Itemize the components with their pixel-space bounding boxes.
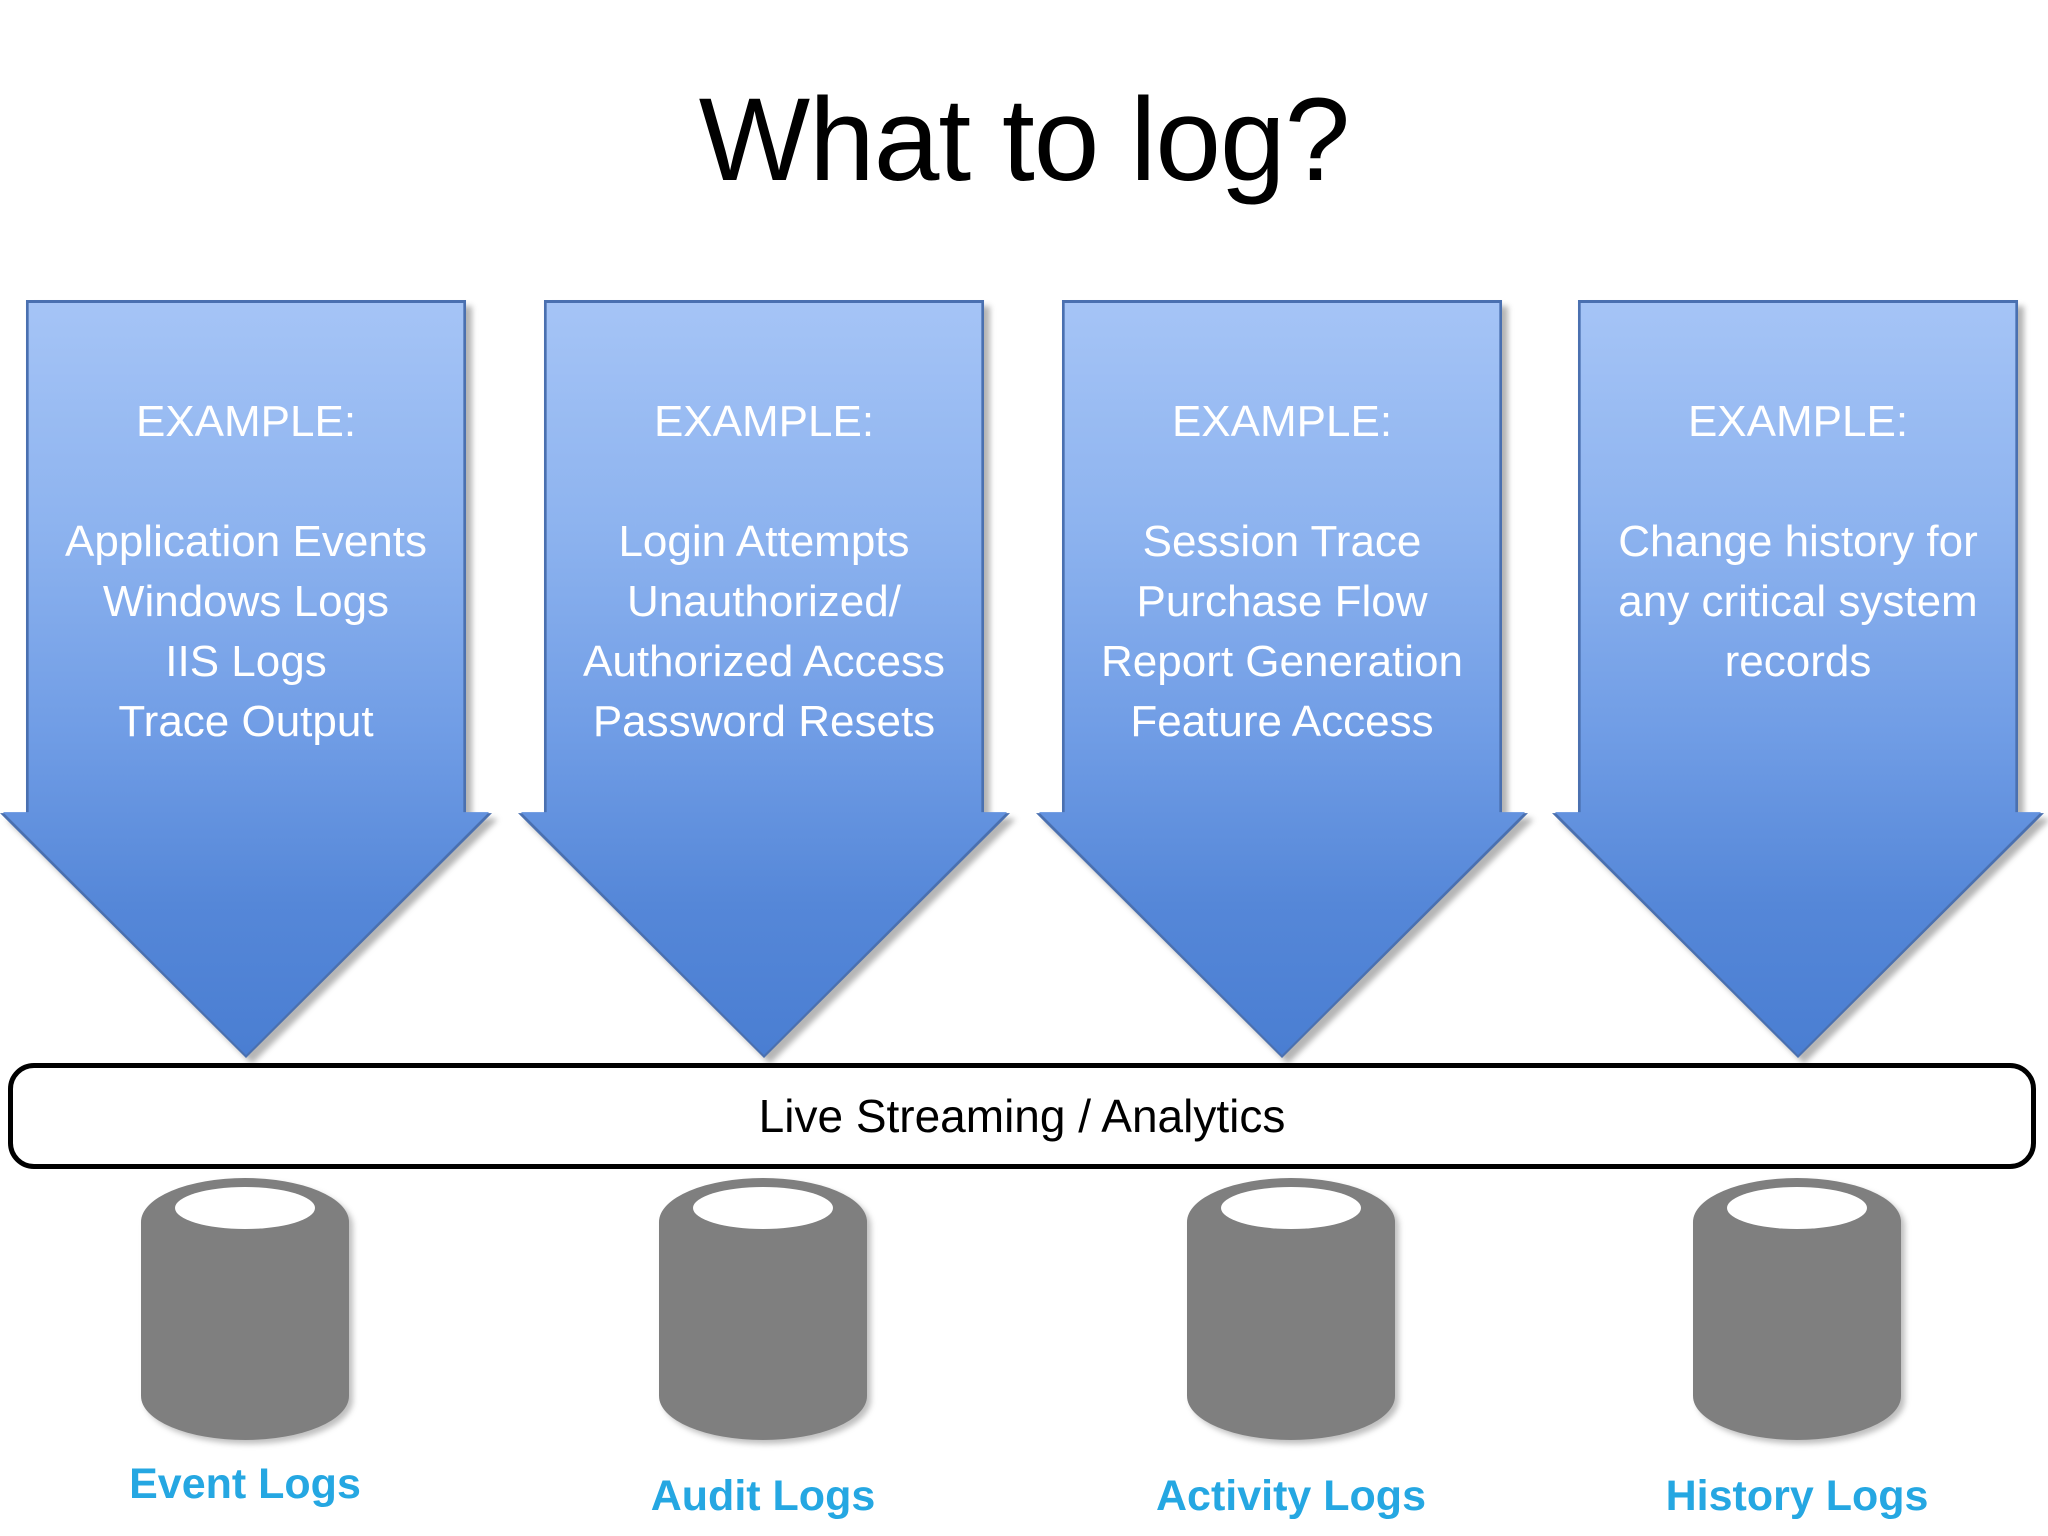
arrow-text-block: EXAMPLE: Session Trace Purchase Flow Rep… [1062,300,1502,752]
db-label-event-logs: Event Logs [129,1460,361,1508]
live-streaming-label: Live Streaming / Analytics [758,1090,1286,1142]
spacer [1062,452,1502,512]
example-item: Windows Logs [102,577,390,626]
cylinder-opening [1727,1187,1867,1229]
arrow-text-block: EXAMPLE: Login Attempts Unauthorized/ Au… [544,300,984,752]
database-cylinder-icon [1693,1178,1901,1440]
example-item: Unauthorized/ [627,577,901,626]
example-item: IIS Logs [165,637,327,686]
cylinder-opening [693,1187,833,1229]
example-heading: EXAMPLE: [1687,397,1909,446]
example-item: Feature Access [1130,697,1434,746]
example-item: Session Trace [1142,517,1422,566]
spacer [26,452,466,512]
arrow-history-logs: EXAMPLE: Change history for any critical… [1552,300,2044,1058]
example-item: any critical system [1618,577,1978,626]
example-item: Purchase Flow [1136,577,1428,626]
example-item: Change history for [1618,517,1978,566]
example-item: Password Resets [592,697,936,746]
example-item: Report Generation [1101,637,1463,686]
arrow-text-block: EXAMPLE: Change history for any critical… [1578,300,2018,692]
example-item: Trace Output [118,697,374,746]
spacer [1578,452,2018,512]
db-label-audit-logs: Audit Logs [650,1472,876,1520]
database-cylinder-icon [1187,1178,1395,1440]
example-heading: EXAMPLE: [653,397,875,446]
db-label-activity-logs: Activity Logs [1156,1472,1426,1520]
arrow-text-block: EXAMPLE: Application Events Windows Logs… [26,300,466,752]
live-streaming-bar: Live Streaming / Analytics [8,1063,2036,1169]
arrow-audit-logs: EXAMPLE: Login Attempts Unauthorized/ Au… [518,300,1010,1058]
example-item: Application Events [65,517,427,566]
arrow-event-logs: EXAMPLE: Application Events Windows Logs… [0,300,492,1058]
example-heading: EXAMPLE: [135,397,357,446]
example-item: records [1724,637,1872,686]
cylinder-opening [1221,1187,1361,1229]
db-label-history-logs: History Logs [1665,1472,1929,1520]
page-title: What to log? [698,74,1350,206]
cylinder-opening [175,1187,315,1229]
database-cylinder-icon [141,1178,349,1440]
arrow-activity-logs: EXAMPLE: Session Trace Purchase Flow Rep… [1036,300,1528,1058]
example-item: Login Attempts [618,517,910,566]
example-item: Authorized Access [583,637,945,686]
spacer [544,452,984,512]
example-heading: EXAMPLE: [1171,397,1393,446]
database-cylinder-icon [659,1178,867,1440]
